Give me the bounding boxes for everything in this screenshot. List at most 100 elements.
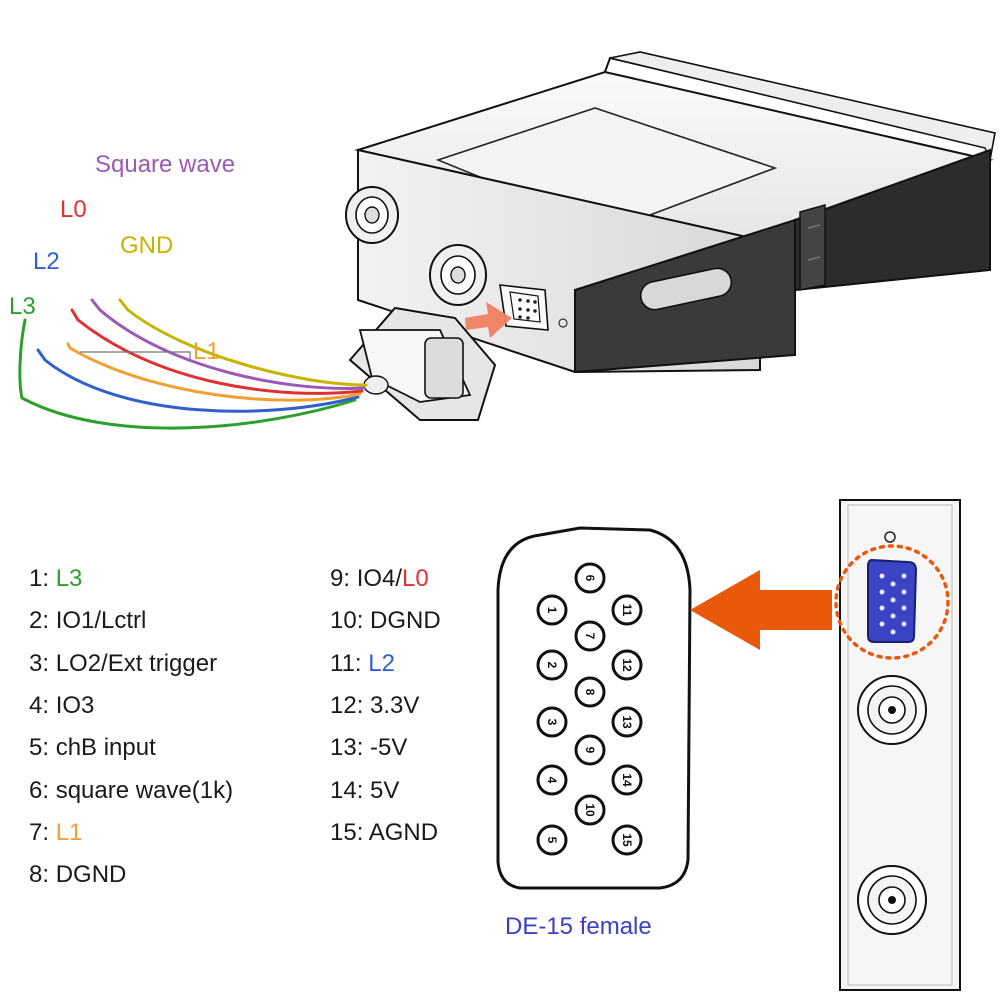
- l1-leader-line: [80, 351, 191, 360]
- pin-number: 15:: [330, 818, 369, 846]
- connector-pin-number: 5: [545, 837, 559, 844]
- pinout-entry: 15: AGND: [330, 818, 439, 846]
- device-de15-socket: [499, 284, 568, 331]
- pinout-entry: 14: 5V: [330, 776, 400, 804]
- wire-label-l3: L3: [9, 293, 36, 320]
- wire-label-gnd: GND: [120, 232, 174, 259]
- connector-arrow: [690, 570, 832, 650]
- wire-l1: [66, 342, 362, 402]
- pinout-entry: 6: square wave(1k): [29, 776, 234, 804]
- connector-pin-number: 11: [620, 604, 634, 617]
- wire-l0: [70, 308, 364, 395]
- pin-label: 3.3V: [370, 691, 420, 719]
- highlight-circle: [834, 544, 950, 660]
- connector-pin-number: 13: [620, 715, 634, 729]
- pin-number: 14:: [330, 776, 371, 804]
- pin-number: 6:: [29, 776, 56, 804]
- connector-pin-11: 11: [611, 594, 643, 626]
- device-end-panel: [834, 499, 961, 991]
- wire-bundle: [18, 298, 368, 430]
- wire-gnd: [118, 298, 368, 387]
- pin-label: L2: [368, 649, 395, 677]
- pinout-entry: 13: -5V: [330, 736, 407, 760]
- connector-pin-12: 12: [611, 649, 643, 681]
- connector-caption: DE-15 female: [505, 913, 652, 940]
- pinout-entry: 10: DGND: [330, 609, 441, 633]
- pin-label: DGND: [370, 607, 441, 635]
- connector-pin-3: 3: [536, 706, 568, 738]
- wire-l2: [36, 348, 360, 413]
- pin-number: 4:: [29, 691, 56, 719]
- bnc-connector-1: [345, 186, 399, 244]
- pinout-entry: 4: IO3: [29, 691, 94, 719]
- pin-label: DGND: [55, 861, 127, 889]
- pin-number: 1:: [29, 565, 56, 592]
- pinout-entry: 5: chB input: [29, 736, 156, 760]
- connector-pin-13: 13: [611, 706, 643, 738]
- pin-label: IO1/Lctrl: [55, 607, 147, 635]
- pin-number: 9:: [330, 565, 357, 592]
- pin-label-prefix: IO4/: [356, 565, 403, 592]
- device-3d: [345, 51, 996, 374]
- pin-label: square wave(1k): [55, 776, 234, 804]
- panel-bnc-2: [857, 865, 927, 935]
- connector-pin-2: 2: [536, 649, 568, 681]
- pinout-entry: 2: IO1/Lctrl: [29, 609, 146, 633]
- connector-pin-number: 9: [583, 747, 597, 754]
- connector-pin-6: 6: [574, 562, 606, 594]
- connector-pin-number: 1: [545, 607, 559, 614]
- connector-pin-4: 4: [536, 764, 568, 796]
- connector-pin-number: 14: [620, 773, 634, 787]
- pin-number: 2:: [29, 607, 56, 635]
- pin-number: 5:: [29, 734, 56, 762]
- connector-pin-5: 5: [536, 824, 568, 856]
- pinout-entry: 12: 3.3V: [330, 691, 420, 719]
- pin-number: 10:: [330, 607, 371, 635]
- pin-number: 7:: [29, 818, 56, 846]
- wire-label-l1: L1: [193, 338, 220, 365]
- connector-pin-number: 8: [583, 689, 597, 696]
- pin-label: -5V: [370, 734, 408, 762]
- connector-pin-1: 1: [536, 594, 568, 626]
- pinout-entry: 11: L2: [330, 649, 395, 677]
- panel-bnc-1: [857, 675, 927, 745]
- connector-pin-8: 8: [574, 676, 606, 708]
- bnc-connector-2: [429, 244, 487, 306]
- pin-label: L0: [402, 565, 429, 592]
- connector-pin-7: 7: [574, 620, 606, 652]
- dsub-plug: [348, 306, 497, 421]
- pin-number: 11:: [330, 649, 369, 677]
- wire-square-wave: [90, 298, 366, 390]
- connector-pin-number: 4: [545, 777, 559, 784]
- connector-pin-number: 10: [583, 803, 597, 817]
- pinout-entry: 7: L1: [29, 818, 83, 846]
- connector-pin-10: 10: [574, 794, 606, 826]
- connector-pin-number: 2: [545, 662, 559, 669]
- connector-pin-9: 9: [574, 734, 606, 766]
- wire-label-square-wave: Square wave: [95, 151, 236, 178]
- pinout-entry: 1: L3: [29, 567, 82, 591]
- wire-label-l2: L2: [33, 248, 60, 275]
- pin-label: L1: [55, 818, 83, 846]
- pinout-entry: 8: DGND: [29, 863, 126, 887]
- connector-pin-14: 14: [611, 764, 643, 796]
- connector-pin-number: 12: [620, 658, 634, 672]
- pin-label: AGND: [368, 818, 439, 846]
- insert-arrow: [465, 302, 512, 338]
- connector-pin-number: 6: [583, 575, 597, 582]
- pin-label: 5V: [370, 776, 400, 804]
- pin-number: 8:: [29, 861, 56, 889]
- connector-pin-number: 15: [620, 833, 634, 847]
- pin-label: L3: [55, 565, 83, 592]
- wire-l3: [18, 318, 357, 430]
- pin-label: chB input: [55, 734, 156, 762]
- wire-label-l0: L0: [60, 196, 87, 223]
- pin-label: LO2/Ext trigger: [55, 649, 218, 677]
- pinout-entry: 9: IO4/L0: [330, 567, 429, 591]
- pinout-entry: 3: LO2/Ext trigger: [29, 649, 218, 677]
- connector-pin-number: 7: [583, 633, 597, 640]
- pin-number: 13:: [330, 734, 371, 762]
- pin-number: 12:: [330, 691, 371, 719]
